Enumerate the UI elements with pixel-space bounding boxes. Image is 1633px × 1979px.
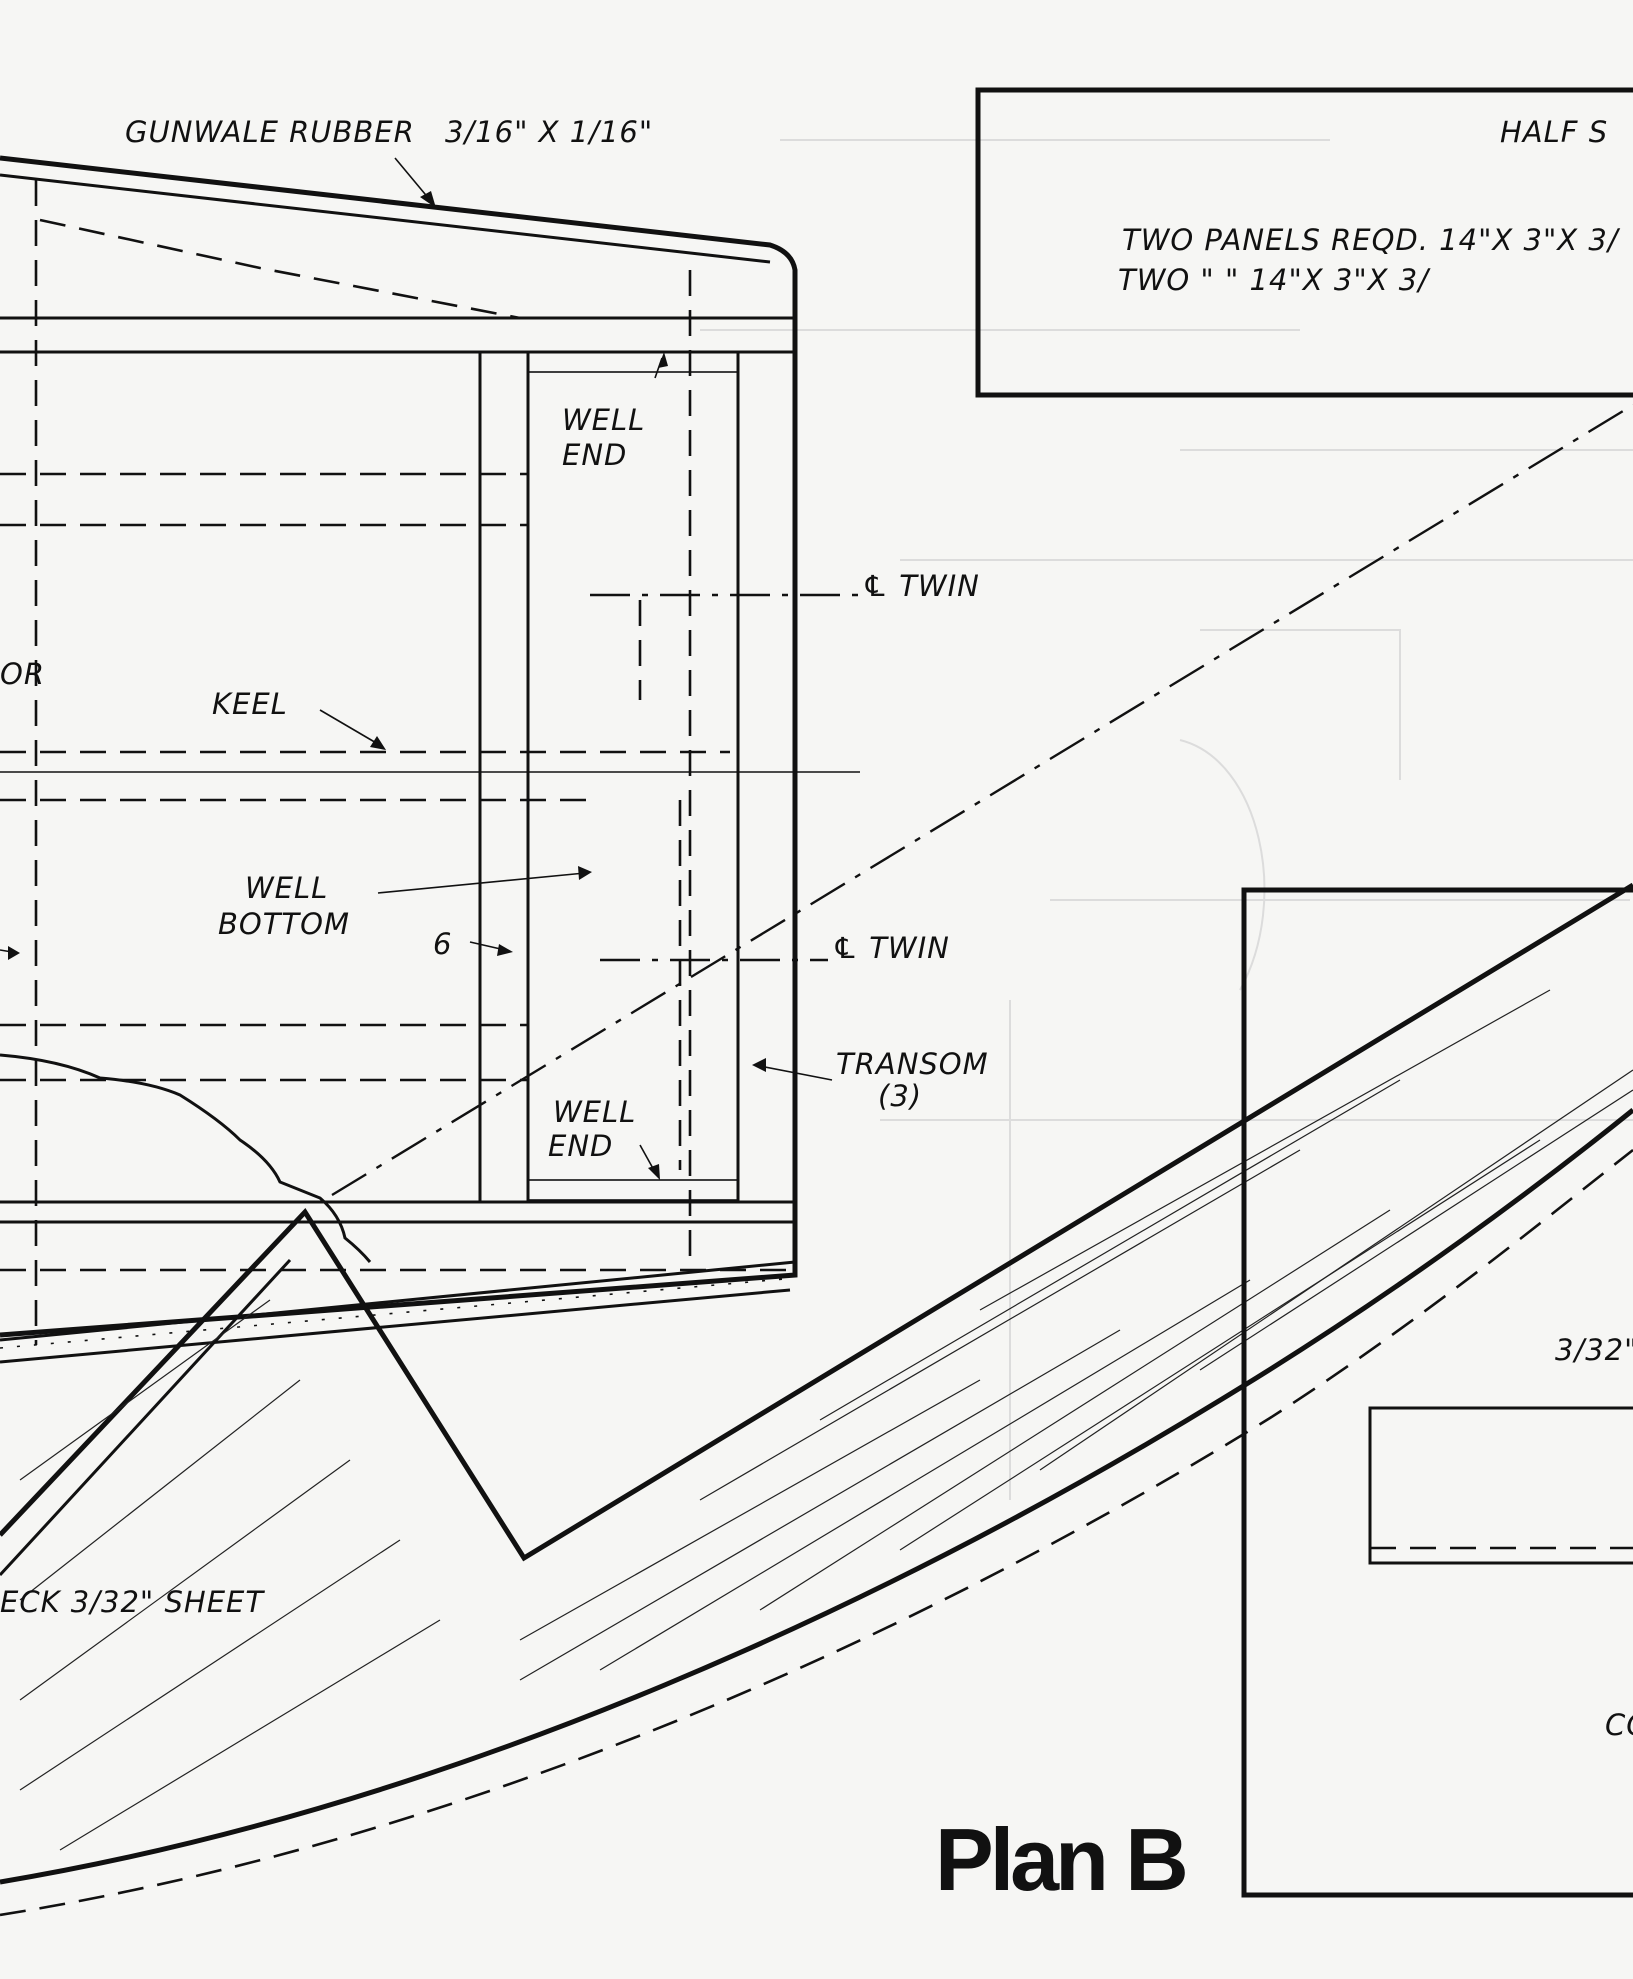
- gunwale-size-label: 3/16" X 1/16": [445, 115, 653, 149]
- transom-qty-label: (3): [878, 1079, 922, 1113]
- half-section-box: [975, 87, 1633, 398]
- leader-arrows: [0, 157, 833, 1180]
- or-fragment-label: OR: [0, 657, 45, 691]
- plan-title: Plan B: [935, 1810, 1185, 1909]
- lower-right-frame: [1241, 887, 1633, 1898]
- gunwale-rubber-label: GUNWALE RUBBER: [125, 115, 415, 149]
- well-end-top-label: WELL: [562, 403, 645, 437]
- transom-label: TRANSOM: [836, 1047, 989, 1081]
- background-ghost-lines: [700, 139, 1633, 1500]
- half-section-label: HALF S: [1500, 115, 1608, 149]
- well-bottom-label-2: BOTTOM: [218, 907, 350, 941]
- keel-label: KEEL: [212, 687, 288, 721]
- panels-required-line-2: TWO " " 14"X 3"X 3/: [1118, 263, 1431, 297]
- well-end-bottom-label: WELL: [553, 1095, 636, 1129]
- deck-sheet-panel: [0, 882, 1633, 1917]
- hull-plan: [0, 155, 860, 1364]
- well-bottom-label: WELL: [245, 871, 328, 905]
- well-end-top-label-2: END: [562, 438, 627, 472]
- section-six-label: 6: [433, 927, 452, 961]
- cl-twin-top-label: ℄ TWIN: [862, 569, 980, 603]
- diagonal-centre-line: [331, 403, 1633, 1197]
- co-fragment-label: CO: [1605, 1708, 1633, 1742]
- cl-twin-bottom-label: ℄ TWIN: [832, 931, 950, 965]
- well-end-bottom-label-2: END: [548, 1129, 613, 1163]
- inner-panel-box: [1368, 1406, 1633, 1565]
- deck-sheet-label: ECK 3/32" SHEET: [0, 1585, 265, 1619]
- panels-required-line-1: TWO PANELS REQD. 14"X 3"X 3/: [1122, 223, 1621, 257]
- sheet-thickness-label: 3/32": [1555, 1333, 1633, 1367]
